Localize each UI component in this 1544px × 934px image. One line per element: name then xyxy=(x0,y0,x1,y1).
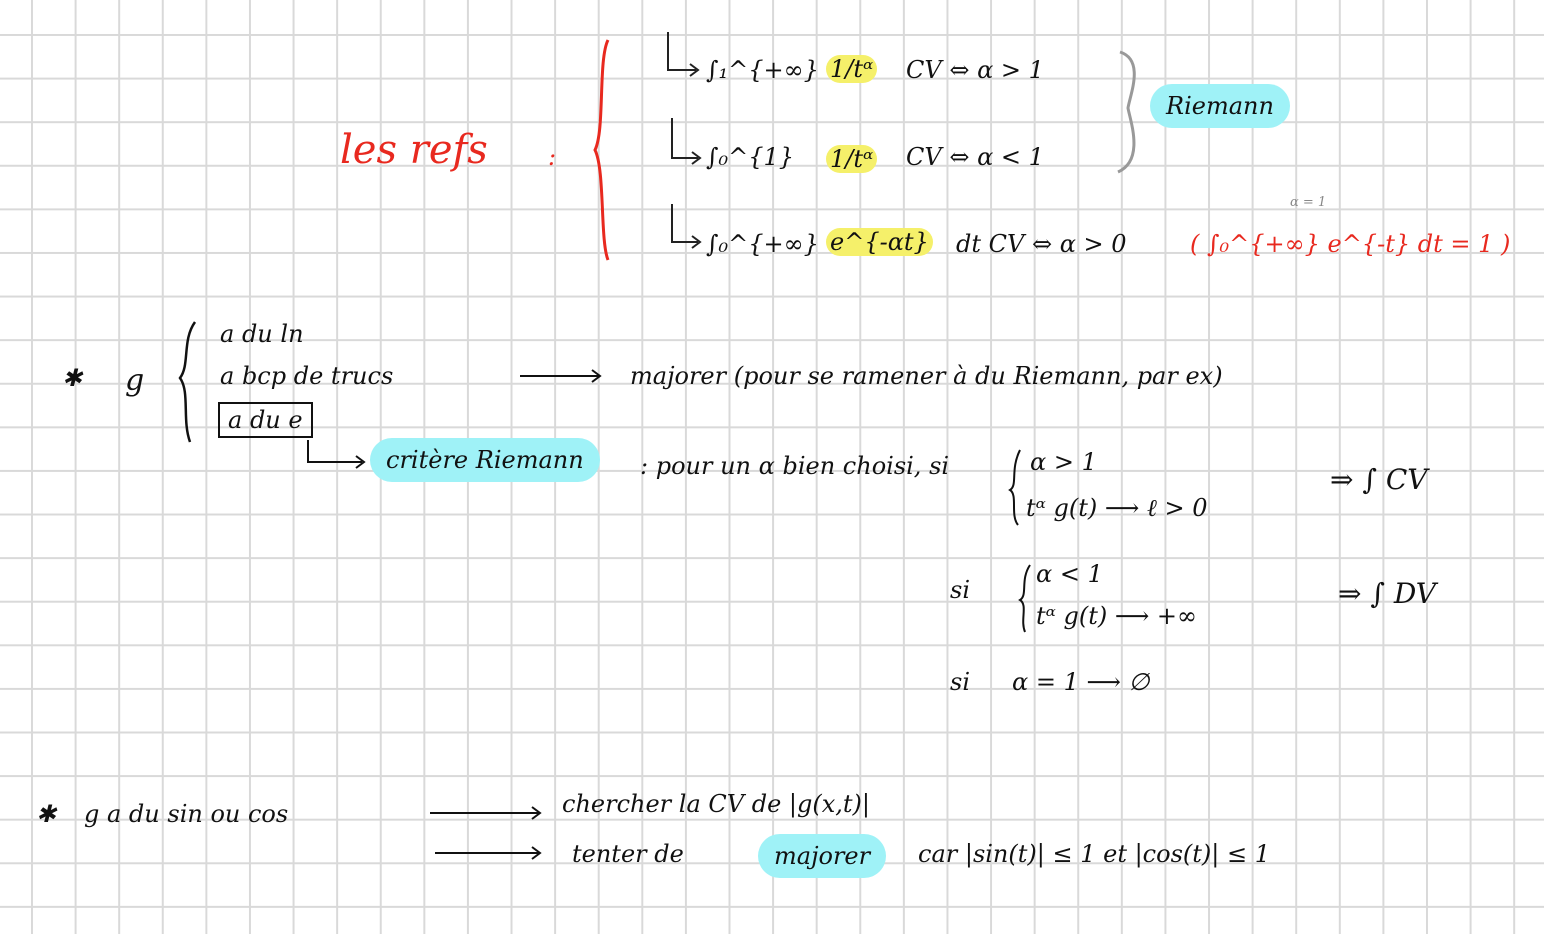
bullet-2: ✱ xyxy=(36,800,57,828)
hook-arrow-3 xyxy=(671,204,702,249)
result-dv: ⇒ ∫ DV xyxy=(1338,577,1437,610)
brace-g xyxy=(178,321,197,443)
integrand-3: e^{-αt} xyxy=(826,228,933,256)
refs-title: les refs xyxy=(340,127,488,173)
cond2-alpha: α < 1 xyxy=(1036,560,1103,588)
refs-colon: : xyxy=(548,143,557,171)
majorer-text: majorer (pour se ramener à du Riemann, p… xyxy=(630,362,1223,390)
critere-text: : pour un α bien choisi, si xyxy=(640,452,950,480)
hook-arrow-2 xyxy=(671,118,702,165)
si-2: si xyxy=(950,576,970,604)
ref-line-1: CV ⇔ α > 1 xyxy=(906,56,1044,84)
integrand-2: 1/tᵅ xyxy=(826,145,878,173)
ref-line-2: CV ⇔ α < 1 xyxy=(906,143,1044,171)
cond1-limit: tᵅ g(t) ⟶ ℓ > 0 xyxy=(1026,494,1208,522)
brace-cond1 xyxy=(1008,449,1021,526)
bullet-1: ✱ xyxy=(62,364,83,392)
case-e-boxed: a du e xyxy=(218,402,313,438)
bound-text: car |sin(t)| ≤ 1 et |cos(t)| ≤ 1 xyxy=(918,840,1270,868)
gamma-note: ( ∫₀^{+∞} e^{-t} dt = 1 ) xyxy=(1190,230,1511,258)
cond2-limit: tᵅ g(t) ⟶ +∞ xyxy=(1036,602,1197,630)
arrow-chercher xyxy=(430,806,542,820)
arrow-majorer xyxy=(520,369,602,383)
cond1-alpha: α > 1 xyxy=(1030,448,1097,476)
riemann-highlight: Riemann xyxy=(1150,84,1290,128)
sin-cos-lead: g a du sin ou cos xyxy=(84,800,289,828)
result-cv: ⇒ ∫ CV xyxy=(1330,463,1428,496)
red-brace xyxy=(593,39,610,261)
hook-arrow-critere xyxy=(307,440,366,469)
ref-line-3: dt CV ⇔ α > 0 xyxy=(956,230,1127,258)
gamma-note-annotation: α = 1 xyxy=(1290,195,1327,210)
g-symbol: g xyxy=(125,363,145,398)
case-ln: a du ln xyxy=(220,320,304,348)
case-trucs: a bcp de trucs xyxy=(220,362,394,390)
tenter-text: tenter de xyxy=(572,840,684,868)
majorer-highlight: majorer xyxy=(758,834,887,878)
integral-1: ∫₁^{+∞} xyxy=(706,56,819,84)
integral-3: ∫₀^{+∞} xyxy=(706,230,819,258)
cond3: α = 1 ⟶ ∅ xyxy=(1012,668,1150,696)
hook-arrow-1 xyxy=(667,32,700,77)
grey-brace xyxy=(1117,50,1136,174)
si-3: si xyxy=(950,668,970,696)
integrand-1: 1/tᵅ xyxy=(826,55,878,83)
critere-riemann-highlight: critère Riemann xyxy=(370,438,600,482)
arrow-tenter xyxy=(435,846,542,860)
brace-cond2 xyxy=(1018,564,1031,633)
integral-2: ∫₀^{1} xyxy=(706,143,795,171)
chercher-text: chercher la CV de |g(x,t)| xyxy=(562,790,870,818)
